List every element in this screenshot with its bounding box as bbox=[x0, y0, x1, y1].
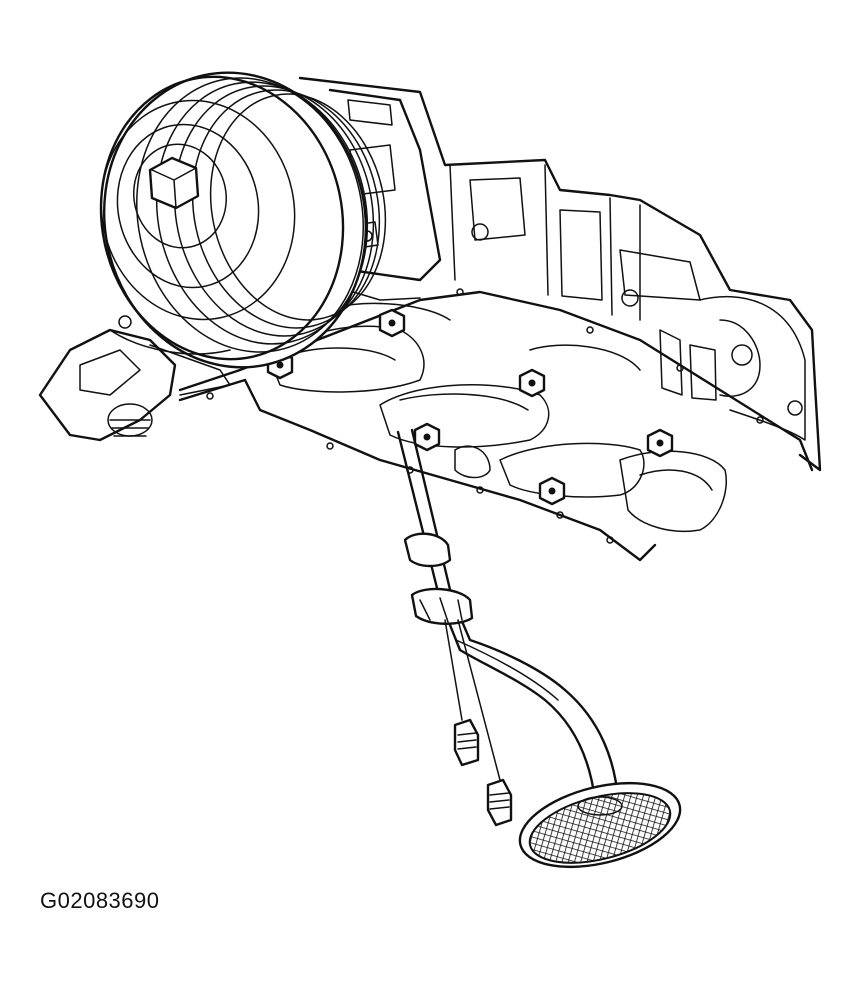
main-bearing-caps bbox=[269, 302, 727, 533]
crankshaft-pulley-icon bbox=[99, 71, 387, 369]
bearing-cap-bolts bbox=[266, 308, 674, 506]
engine-block-icon bbox=[298, 76, 822, 472]
crank-sensor-bracket bbox=[38, 315, 231, 442]
figure-code: G02083690 bbox=[40, 888, 160, 913]
oil-pickup-screen-icon bbox=[518, 781, 682, 869]
oil-pump-pickup-tube-icon bbox=[396, 428, 620, 802]
pickup-tube-bolts-icon bbox=[444, 619, 513, 827]
